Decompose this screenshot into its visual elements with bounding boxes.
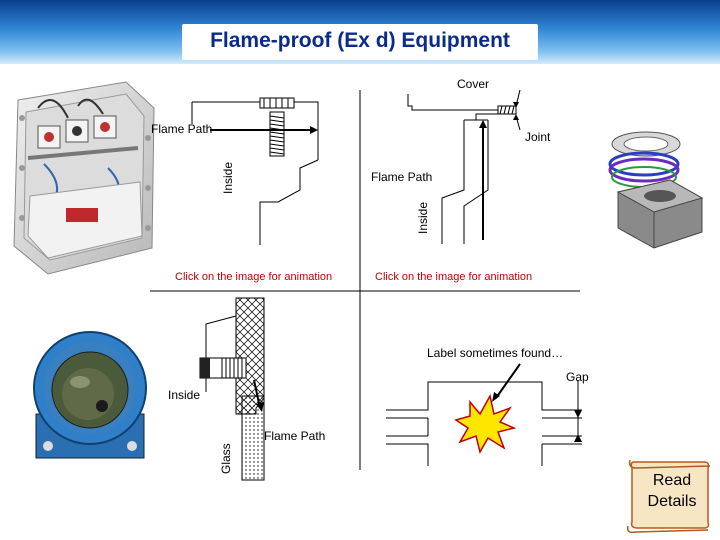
click-animation-link-left[interactable]: Click on the image for animation [175, 271, 333, 283]
glass-flame-path-diagram[interactable] [196, 296, 336, 482]
flame-path-label-left: Flame Path [151, 122, 213, 136]
inside-label-bottom: Inside [168, 388, 201, 402]
read-details-line1: Read [652, 472, 692, 489]
junction-box-image[interactable] [8, 78, 156, 278]
flame-path-label-right: Flame Path [371, 170, 433, 184]
click-animation-link-right[interactable]: Click on the image for animation [375, 271, 533, 283]
read-details-line2: Details [647, 493, 697, 510]
read-details-scroll-icon[interactable] [624, 456, 712, 534]
read-details-button[interactable]: Read Details [636, 470, 708, 512]
joint-label: Joint [525, 130, 551, 144]
glass-label: Glass [219, 443, 233, 474]
title-plate [182, 24, 538, 60]
cover-label: Cover [457, 77, 490, 91]
flame-path-label-bottom: Flame Path [264, 429, 326, 443]
exploded-enclosure-image[interactable] [598, 122, 708, 262]
flame-path-bolt-diagram[interactable] [150, 90, 350, 250]
sight-glass-enclosure-image[interactable] [28, 322, 150, 462]
label-sometimes-found: Label sometimes found… [427, 346, 564, 360]
gap-explosion-diagram[interactable] [372, 356, 602, 466]
inside-label-right: Inside [416, 201, 430, 234]
gap-label: Gap [566, 370, 589, 384]
cover-joint-diagram[interactable] [380, 80, 580, 255]
slide-title: Flame-proof (Ex d) Equipment [210, 29, 510, 52]
inside-label-left: Inside [221, 161, 235, 194]
